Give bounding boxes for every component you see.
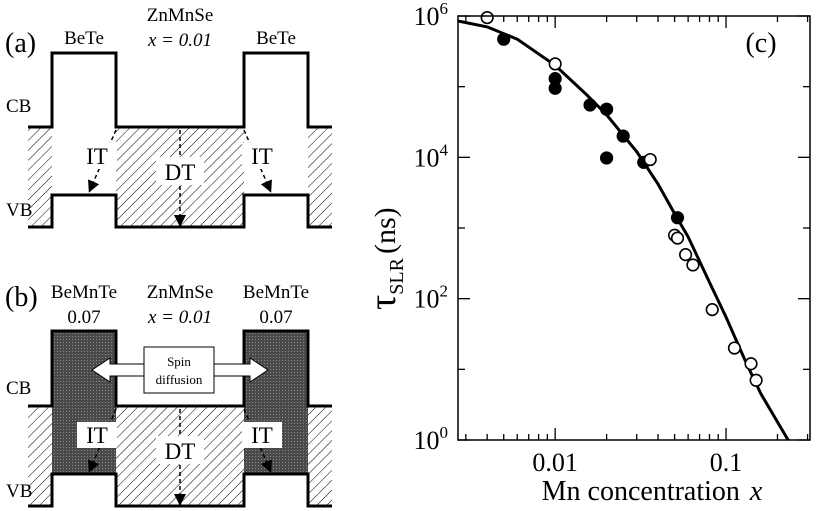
it-arrow-right-a	[243, 129, 272, 193]
panel-label-b: (b)	[5, 282, 38, 313]
hatch-right-a	[308, 127, 332, 227]
barrier-fill-right-b	[244, 331, 308, 474]
cb-line-a	[28, 51, 332, 129]
vb-label-b: VB	[6, 481, 32, 502]
cb-line-b	[28, 329, 332, 408]
dt-label-b: DT	[165, 439, 196, 464]
chart-points	[480, 10, 763, 387]
it-arrow-left-a	[88, 129, 117, 193]
panel-b: (b) BeMnTe 0.07 ZnMnSe x = 0.01 BeMnTe 0…	[5, 282, 332, 508]
data-point-open	[670, 231, 685, 245]
it-label-left-b: IT	[86, 423, 108, 448]
x-tick-label: 0.01	[532, 448, 578, 477]
spin-diffusion-box	[143, 346, 215, 394]
panel-a: (a) BeTe BeTe ZnMnSe x = 0.01 CB VB IT D…	[5, 5, 332, 229]
cb-label-a: CB	[6, 96, 31, 117]
data-point-filled	[600, 102, 614, 116]
data-point-open	[749, 373, 763, 387]
vb-label-a: VB	[6, 200, 32, 221]
data-point-open	[643, 152, 657, 167]
hatch-left-a	[28, 127, 52, 227]
chart-ticks	[458, 15, 810, 441]
spin-label-2: diffusion	[156, 372, 203, 387]
barrier-label-left-a: BeTe	[64, 28, 104, 49]
y-tick-label: 106	[414, 0, 449, 31]
well-x-b: x = 0.01	[147, 307, 212, 328]
x-axis-label: Mn concentration x	[542, 476, 763, 507]
data-point-filled	[600, 151, 614, 165]
svg-text:τSLR(ns): τSLR (ns)	[362, 207, 408, 310]
data-point-filled	[497, 32, 511, 46]
well-label-a: ZnMnSe	[147, 5, 214, 26]
y-axis-label: τSLR (ns)	[362, 207, 408, 310]
it-label-right-b: IT	[251, 423, 273, 448]
barrier-x-left-b: 0.07	[67, 307, 100, 328]
x-axis-label-text: Mn concentration	[542, 476, 740, 507]
y-tick-label: 102	[414, 282, 449, 314]
barrier-label-left-b: BeMnTe	[51, 282, 117, 303]
panel-c-chart: 0.01 0.1 100 102 104 106 (c) Mn concentration…	[362, 0, 811, 507]
x-tick-label: 0.1	[710, 448, 743, 477]
plot-frame	[457, 15, 811, 441]
barrier-x-right-b: 0.07	[259, 307, 292, 328]
data-point-open	[679, 248, 693, 262]
y-axis-label-symbol: τ	[362, 295, 404, 310]
panel-label-a: (a)	[5, 28, 36, 59]
it-label-left-a: IT	[86, 144, 108, 169]
cb-label-b: CB	[6, 378, 31, 399]
y-axis-label-unit: (ns)	[369, 207, 402, 254]
data-point-filled	[616, 129, 630, 143]
well-label-b: ZnMnSe	[147, 282, 214, 303]
y-tick-label: 104	[414, 140, 449, 172]
fit-curve	[457, 19, 790, 441]
y-tick-label: 100	[414, 423, 449, 455]
panel-label-c: (c)	[745, 28, 776, 59]
vb-line-a	[28, 193, 332, 229]
data-point-open	[686, 258, 700, 272]
data-point-filled	[670, 211, 685, 225]
data-point-open	[744, 357, 758, 371]
data-point-open	[480, 10, 494, 25]
barrier-label-right-a: BeTe	[256, 28, 296, 49]
data-point-filled	[548, 81, 562, 95]
data-point-open	[727, 341, 742, 355]
data-point-filled	[583, 98, 597, 112]
y-axis-label-sub: SLR	[386, 257, 408, 294]
data-point-open	[705, 303, 719, 317]
hatch-right-b	[308, 406, 332, 506]
barrier-label-right-b: BeMnTe	[243, 282, 309, 303]
spin-label-1: Spin	[167, 354, 191, 369]
hatch-left-b	[28, 406, 52, 506]
it-label-right-a: IT	[251, 144, 273, 169]
barrier-fill-left-b	[52, 331, 116, 474]
well-x-a: x = 0.01	[147, 30, 212, 51]
chart-tick-labels: 0.01 0.1 100 102 104 106	[414, 0, 743, 477]
dt-label-a: DT	[165, 160, 196, 185]
data-point-open	[548, 57, 562, 71]
vb-line-b	[28, 472, 332, 508]
x-axis-label-var: x	[749, 476, 763, 507]
